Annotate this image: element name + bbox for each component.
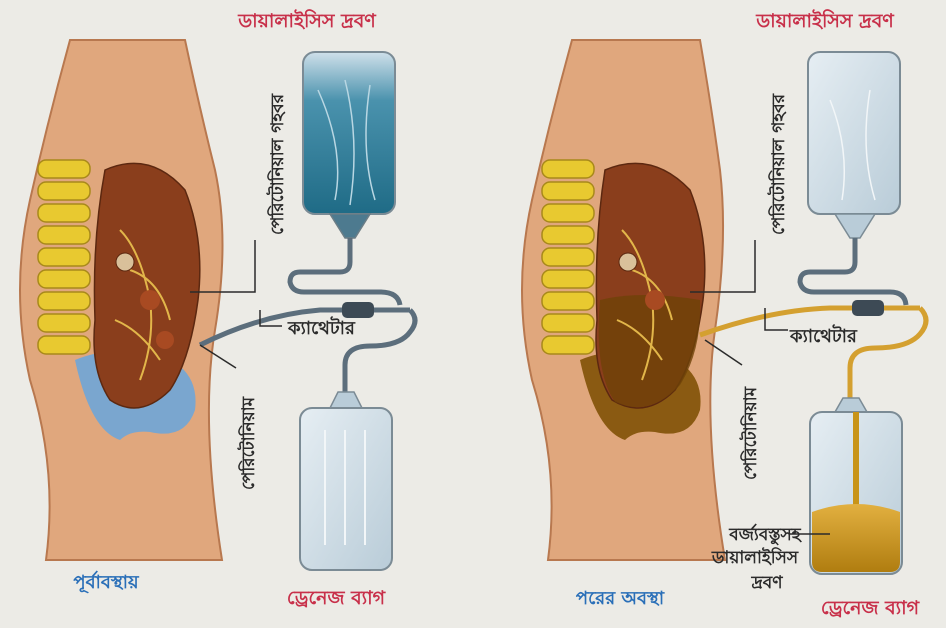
right-state-label: পরের অবস্থা [576, 588, 665, 609]
right-drain-bag [810, 398, 902, 574]
right-outflow-tube [850, 308, 926, 398]
left-cavity-label: পেরিটোনিয়াল গহবর [266, 93, 288, 235]
left-outflow-tube [345, 310, 415, 392]
left-organ-blob [156, 331, 174, 349]
left-drain-bag [300, 392, 392, 570]
right-spine [542, 160, 594, 354]
right-cavity-label: পেরিটোনিয়াল গহবর [767, 93, 789, 235]
left-inflow-tube [290, 238, 400, 305]
left-organ-blob [116, 253, 134, 271]
right-catheter-label: ক্যাথেটার [789, 324, 858, 347]
left-catheter-connector [342, 302, 374, 318]
right-catheter-connector [852, 300, 884, 316]
right-membrane-label: পেরিটোনিয়াম [739, 386, 761, 480]
right-waste-label-line3: দ্রবণ [750, 573, 783, 593]
left-solution-bag [303, 52, 395, 238]
right-solution-label: ডায়ালাইসিস দ্রবণ [755, 9, 895, 32]
left-solution-label: ডায়ালাইসিস দ্রবণ [237, 9, 377, 32]
left-state-label: পূর্বাবস্থায় [73, 570, 140, 593]
left-drain-label: ড্রেনেজ ব্যাগ [287, 587, 387, 609]
left-spine [38, 160, 90, 354]
right-waste-label-line1: বর্জ্যবস্তুসহ [728, 523, 803, 546]
left-organ-blob [140, 290, 160, 310]
right-organ-blob [619, 253, 637, 271]
right-waste-label-line2: ডায়ালাইসিস [711, 546, 799, 568]
right-inflow-tube [800, 238, 906, 305]
left-panel: ডায়ালাইসিস দ্রবণ পেরিটোনিয়াল গহবর ক্যা… [20, 9, 415, 609]
left-catheter-label: ক্যাথেটার [287, 316, 356, 339]
right-drain-label: ড্রেনেজ ব্যাগ [821, 597, 921, 619]
right-panel: ডায়ালাইসিস দ্রবণ পেরিটোনিয়াল গহবর ক্যা… [522, 9, 926, 619]
right-solution-bag [808, 52, 900, 238]
left-membrane-label: পেরিটোনিয়াম [237, 396, 259, 490]
right-organ-blob [645, 290, 665, 310]
